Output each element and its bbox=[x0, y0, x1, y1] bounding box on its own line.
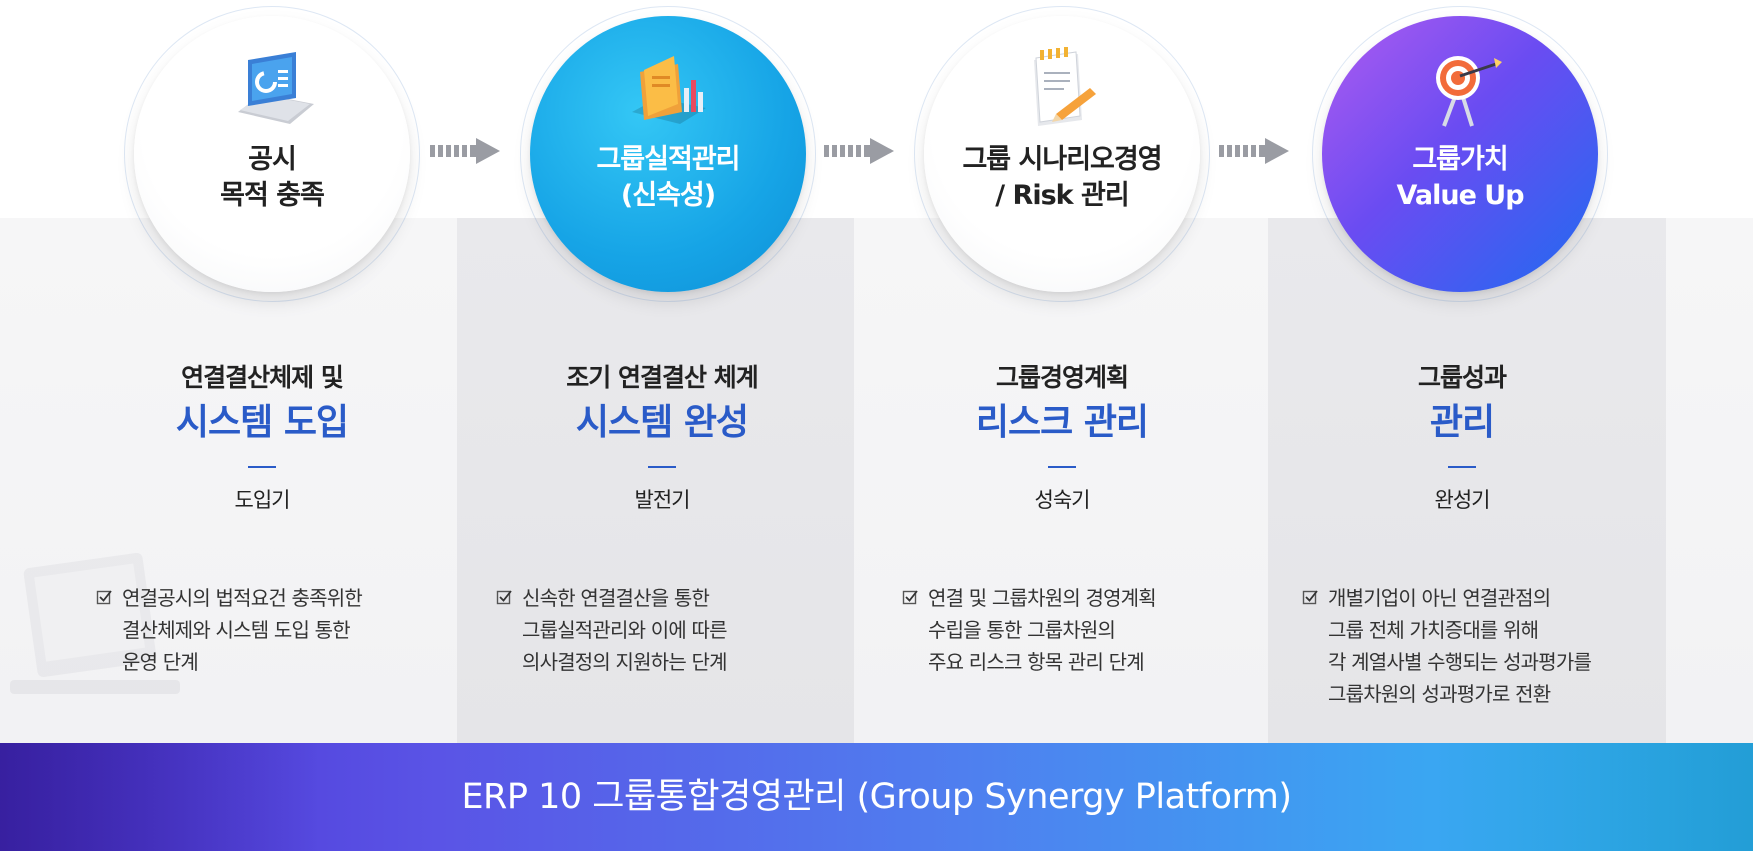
circle-title-line: (신속성) bbox=[620, 180, 716, 211]
stage-description-4: 개별기업이 아닌 연결관점의 그룹 전체 가치증대를 위해 각 계열사별 수행되… bbox=[1302, 582, 1592, 710]
stage-block-2: 조기 연결결산 체계 시스템 완성 발전기 bbox=[462, 360, 862, 514]
target-arrow-icon bbox=[1436, 56, 1502, 127]
stage-subtitle: 조기 연결결산 체계 bbox=[566, 363, 758, 392]
step-arrow-icon bbox=[1219, 138, 1289, 164]
step-arrow-icon bbox=[824, 138, 894, 164]
stage-subtitle: 연결결산체제 및 bbox=[181, 363, 344, 392]
stage-phase-label: 성숙기 bbox=[1034, 488, 1091, 512]
checkbox-icon bbox=[496, 590, 512, 605]
circle-title-line: 그룹 시나리오경영 bbox=[962, 144, 1162, 175]
stage-circle-1: 공시 목적 충족 bbox=[124, 6, 420, 302]
laptop-chart-icon bbox=[238, 52, 314, 124]
stage-phase-label: 완성기 bbox=[1434, 488, 1491, 512]
footer-overlay bbox=[1433, 743, 1753, 851]
step-arrow-icon bbox=[430, 138, 500, 164]
stage-block-3: 그룹경영계획 리스크 관리 성숙기 bbox=[862, 360, 1262, 514]
description-line: 운영 단계 bbox=[122, 650, 199, 674]
circle-title-line: Value Up bbox=[1396, 180, 1524, 211]
circle-ring bbox=[124, 6, 420, 302]
circle-title: 그룹실적관리 (신속성) bbox=[596, 142, 740, 214]
stage-block-1: 연결결산체제 및 시스템 도입 도입기 bbox=[62, 360, 462, 514]
divider bbox=[1048, 466, 1076, 468]
stage-phase-label: 발전기 bbox=[634, 488, 691, 512]
circle-ring bbox=[520, 6, 816, 302]
decorative-laptop-icon bbox=[10, 552, 180, 694]
checkbox-icon bbox=[1302, 590, 1318, 605]
description-line: 그룹실적관리와 이에 따른 bbox=[522, 618, 728, 642]
stage-subtitle: 그룹경영계획 bbox=[995, 363, 1129, 392]
stage-description-2: 신속한 연결결산을 통한 그룹실적관리와 이에 따른 의사결정의 지원하는 단계 bbox=[496, 582, 728, 678]
column-panel-2 bbox=[457, 218, 854, 743]
stage-phase-label: 도입기 bbox=[234, 488, 291, 512]
circle-disk: 그룹 시나리오경영 / Risk 관리 bbox=[924, 16, 1200, 292]
description-line: 각 계열사별 수행되는 성과평가를 bbox=[1328, 650, 1592, 674]
description-line: 의사결정의 지원하는 단계 bbox=[522, 650, 728, 674]
stage-circle-2: 그룹실적관리 (신속성) bbox=[520, 6, 816, 302]
description-line: 결산체제와 시스템 도입 통한 bbox=[122, 618, 351, 642]
circle-title: 그룹가치 Value Up bbox=[1396, 142, 1524, 214]
circle-disk: 공시 목적 충족 bbox=[134, 16, 410, 292]
description-line: 주요 리스크 항목 관리 단계 bbox=[928, 650, 1145, 674]
circle-ring bbox=[1312, 6, 1608, 302]
stage-headline: 시스템 완성 bbox=[575, 402, 749, 443]
circle-title-line: 목적 충족 bbox=[220, 180, 325, 211]
description-line: 연결 및 그룹차원의 경영계획 bbox=[928, 586, 1157, 610]
footer-title: ERP 10 그룹통합경영관리 (Group Synergy Platform) bbox=[461, 777, 1292, 817]
column-panel-edge bbox=[1666, 218, 1753, 743]
circle-title-line: 공시 bbox=[248, 144, 297, 175]
circle-title-line: 그룹가치 bbox=[1412, 144, 1508, 175]
stage-description-1: 연결공시의 법적요건 충족위한 결산체제와 시스템 도입 통한 운영 단계 bbox=[96, 582, 363, 678]
stage-circle-4: 그룹가치 Value Up bbox=[1312, 6, 1608, 302]
stage-description-3: 연결 및 그룹차원의 경영계획 수립을 통한 그룹차원의 주요 리스크 항목 관… bbox=[902, 582, 1157, 678]
column-panel-3 bbox=[854, 218, 1268, 743]
notepad-pencil-icon bbox=[1034, 47, 1096, 126]
checkbox-icon bbox=[96, 590, 112, 605]
circle-title-line: 그룹실적관리 bbox=[596, 144, 740, 175]
stage-subtitle: 그룹성과 bbox=[1417, 363, 1507, 392]
divider bbox=[1448, 466, 1476, 468]
circle-disk: 그룹실적관리 (신속성) bbox=[530, 16, 806, 292]
folder-bar-chart-icon bbox=[632, 56, 706, 124]
stage-block-4: 그룹성과 관리 완성기 bbox=[1262, 360, 1662, 514]
circle-disk: 그룹가치 Value Up bbox=[1322, 16, 1598, 292]
description-line: 연결공시의 법적요건 충족위한 bbox=[122, 586, 363, 610]
stage-headline: 리스크 관리 bbox=[975, 402, 1149, 443]
column-panel-4 bbox=[1268, 218, 1666, 743]
description-line: 수립을 통한 그룹차원의 bbox=[928, 618, 1116, 642]
circle-title-line: / Risk 관리 bbox=[995, 180, 1129, 211]
stage-headline: 관리 bbox=[1429, 402, 1495, 443]
description-line: 그룹 전체 가치증대를 위해 bbox=[1328, 618, 1539, 642]
stage-headline: 시스템 도입 bbox=[175, 402, 349, 443]
footer-banner: ERP 10 그룹통합경영관리 (Group Synergy Platform) bbox=[0, 743, 1753, 851]
description-line: 그룹차원의 성과평가로 전환 bbox=[1328, 682, 1551, 706]
circle-title: 공시 목적 충족 bbox=[220, 142, 325, 214]
footer-overlay bbox=[0, 743, 320, 851]
circle-ring bbox=[914, 6, 1210, 302]
description-line: 개별기업이 아닌 연결관점의 bbox=[1328, 586, 1551, 610]
divider bbox=[648, 466, 676, 468]
description-line: 신속한 연결결산을 통한 bbox=[522, 586, 710, 610]
divider bbox=[248, 466, 276, 468]
checkbox-icon bbox=[902, 590, 918, 605]
stage-circle-3: 그룹 시나리오경영 / Risk 관리 bbox=[914, 6, 1210, 302]
column-panel-1 bbox=[0, 218, 457, 743]
circle-title: 그룹 시나리오경영 / Risk 관리 bbox=[962, 142, 1162, 214]
